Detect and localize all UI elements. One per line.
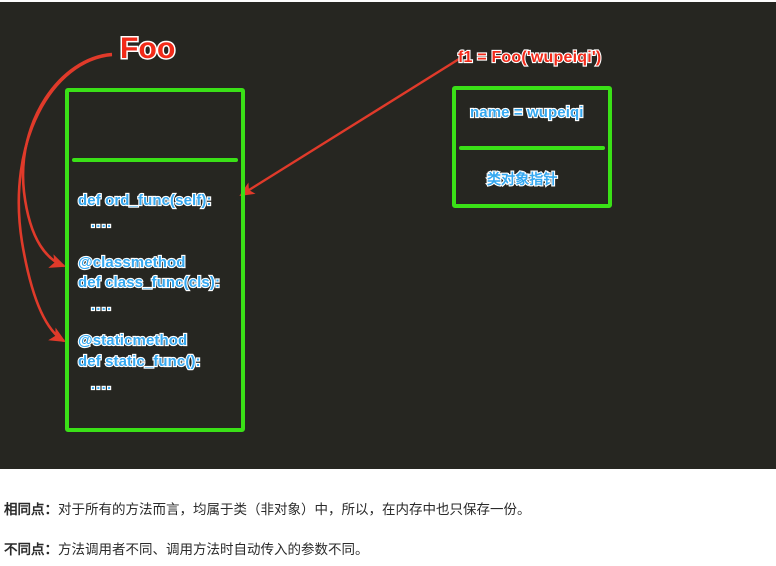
arrow-layer xyxy=(17,52,460,343)
class-title-label: Foo xyxy=(119,31,177,67)
arrow-instance-to-ordfunc xyxy=(239,57,460,197)
arrow-foo-to-staticmethod xyxy=(17,53,113,343)
method-body-class-func: .... xyxy=(90,296,113,314)
class-box-divider xyxy=(72,158,238,162)
note-same-label: 相同点： xyxy=(4,502,58,518)
note-same-text: 对于所有的方法而言，均属于类（非对象）中，所以，在内存中也只保存一份。 xyxy=(58,502,531,518)
method-body-ord-func: .... xyxy=(90,213,113,231)
uml-diagram-canvas: Foo def ord_func(self): .... @classmetho… xyxy=(0,2,776,469)
method-signature-class-func: def class_func(cls): xyxy=(77,273,221,292)
note-different-points: 不同点：方法调用者不同、调用方法时自动传入的参数不同。 xyxy=(4,538,369,558)
instance-box xyxy=(452,86,612,208)
instance-title-label: f1 = Foo('wupeiqi') xyxy=(457,48,602,67)
method-body-static-func: .... xyxy=(90,375,113,393)
instance-box-divider xyxy=(459,146,605,150)
note-diff-label: 不同点： xyxy=(4,542,58,558)
note-same-points: 相同点：对于所有的方法而言，均属于类（非对象）中，所以，在内存中也只保存一份。 xyxy=(4,498,531,518)
method-signature-ord-func: def ord_func(self): xyxy=(77,191,213,210)
instance-class-pointer-label: 类对象指针 xyxy=(486,170,559,188)
top-hairline-divider xyxy=(0,0,776,2)
method-signature-static-func: def static_func(): xyxy=(77,352,202,371)
instance-attribute-name: name = wupeiqi xyxy=(469,103,585,122)
decorator-staticmethod: @staticmethod xyxy=(77,331,188,350)
note-diff-text: 方法调用者不同、调用方法时自动传入的参数不同。 xyxy=(58,542,369,558)
decorator-classmethod: @classmethod xyxy=(77,253,187,272)
class-box xyxy=(65,88,245,432)
